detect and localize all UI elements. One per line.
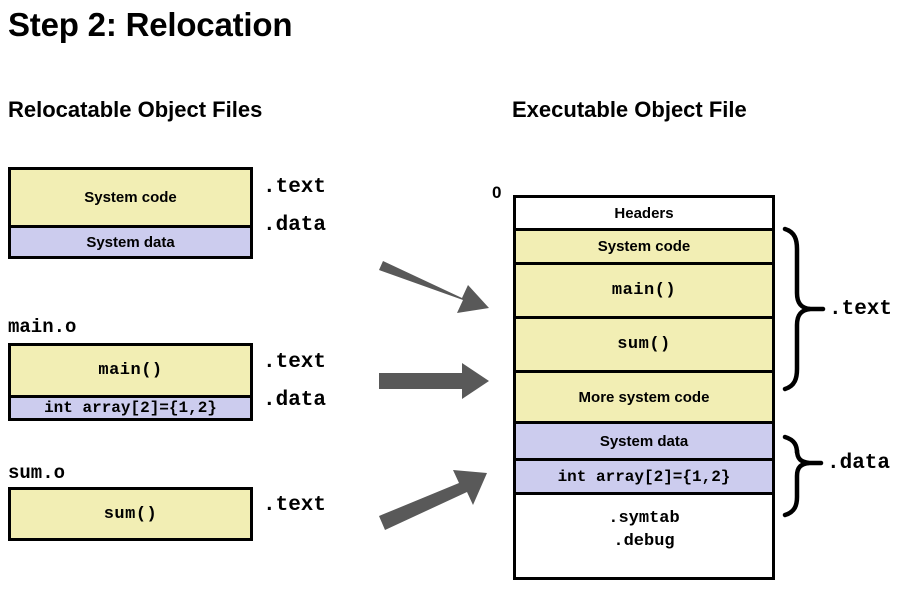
file-label-main-o: main.o [8,316,77,338]
segment-exec-system-code: System code [516,228,772,262]
segment-system-data: System data [11,225,250,256]
side-label-main-text: .text [263,351,327,374]
section-heading-relocatable: Relocatable Object Files [8,97,263,122]
arrow-main-to-exec [379,363,489,399]
brace-label-text: .text [829,298,893,321]
side-label-system-text: .text [263,176,327,199]
side-label-main-data: .data [263,389,327,412]
object-file-main-o: main() int array[2]={1,2} [8,343,253,421]
segment-exec-system-data: System data [516,421,772,458]
page-title: Step 2: Relocation [8,6,293,43]
segment-main-text: main() [11,346,250,395]
segment-exec-sum: sum() [516,316,772,370]
address-label-zero: 0 [492,183,502,202]
arrow-system-to-exec [379,261,489,313]
arrow-sum-to-exec [379,470,487,530]
segment-sum-text: sum() [11,490,250,538]
segment-headers: Headers [516,198,772,228]
brace-text [782,226,826,392]
executable-object-file: Headers System code main() sum() More sy… [513,195,775,580]
segment-exec-more-system-code: More system code [516,370,772,421]
segment-exec-main: main() [516,262,772,316]
debug-line: .debug [613,531,675,551]
object-file-system: System code System data [8,167,253,259]
object-file-sum-o: sum() [8,487,253,541]
symtab-line: .symtab [608,508,680,528]
section-heading-executable: Executable Object File [512,97,747,122]
side-label-sum-text: .text [263,494,327,517]
brace-label-data: .data [827,452,891,475]
file-label-sum-o: sum.o [8,462,66,484]
segment-system-code: System code [11,170,250,225]
brace-data [782,434,824,518]
segment-main-data: int array[2]={1,2} [11,395,250,418]
segment-exec-symtab-debug: .symtab .debug [516,492,772,564]
segment-exec-array-data: int array[2]={1,2} [516,458,772,492]
side-label-system-data: .data [263,214,327,237]
